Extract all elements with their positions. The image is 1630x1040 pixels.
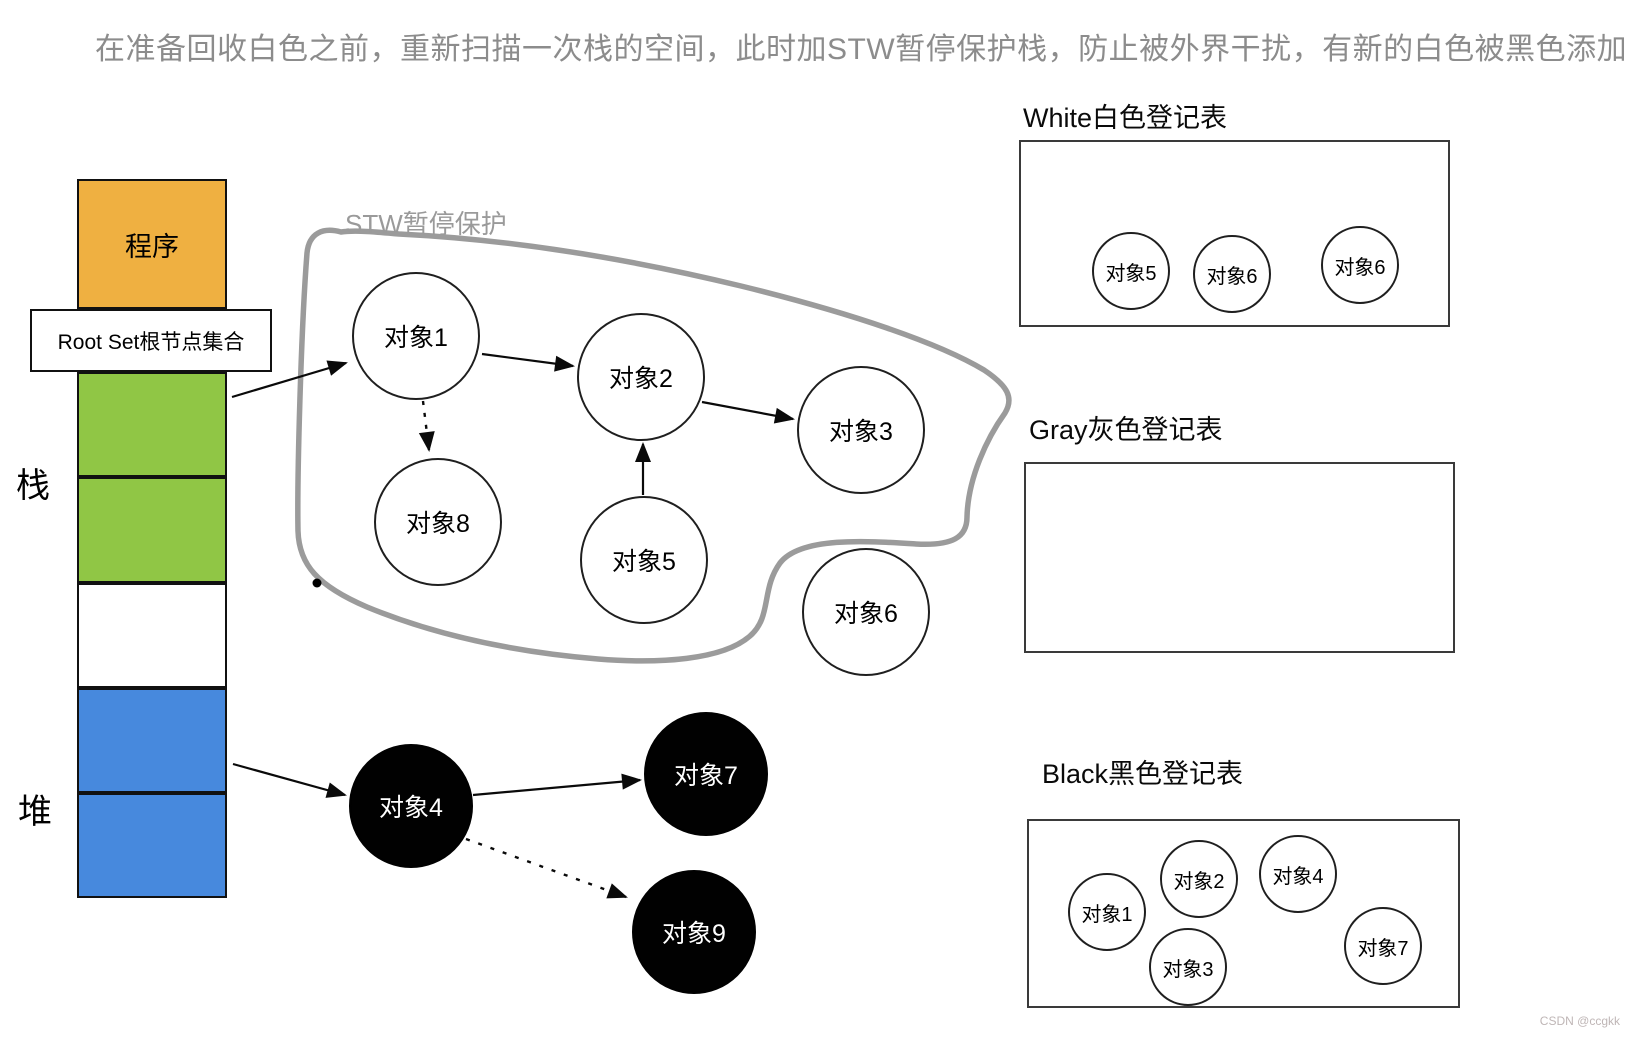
edge-obj1-to-obj8-dashed (418, 400, 435, 452)
black-table-item: 对象7 (1344, 907, 1422, 985)
stack-label: 栈 (16, 467, 50, 505)
heap-label: 堆 (18, 793, 52, 831)
free-segment (77, 583, 227, 688)
black-table-item: 对象2 (1160, 840, 1238, 918)
node-obj5: 对象5 (580, 496, 708, 624)
white-table-item: 对象5 (1092, 232, 1170, 310)
edge-obj1-to-obj2 (481, 352, 575, 372)
gray-table-title: Gray灰色登记表 (1029, 415, 1223, 445)
gray-table-box (1024, 462, 1455, 653)
black-table-item: 对象4 (1259, 835, 1337, 913)
node-obj8: 对象8 (374, 458, 502, 586)
stack-segment-2 (77, 477, 227, 583)
node-obj9: 对象9 (632, 870, 756, 994)
stw-label: STW暂停保护 (345, 209, 507, 239)
black-table-item: 对象3 (1149, 928, 1227, 1006)
edge-obj2-to-obj3 (701, 400, 795, 424)
stw-region-outline (295, 227, 1012, 664)
heap-segment-1 (77, 688, 227, 793)
node-obj4: 对象4 (349, 744, 473, 868)
white-table-item: 对象6 (1321, 226, 1399, 304)
program-box: 程序 (77, 179, 227, 309)
node-obj6: 对象6 (802, 548, 930, 676)
edge-heap-to-obj4 (232, 762, 347, 798)
edge-rootset-to-obj1 (231, 360, 348, 399)
node-obj1: 对象1 (352, 272, 480, 400)
stack-segment-1 (77, 372, 227, 477)
root-set-box: Root Set根节点集合 (30, 309, 272, 372)
watermark: CSDN @ccgkk (1539, 1014, 1620, 1028)
white-table-title: White白色登记表 (1023, 103, 1228, 133)
node-obj3: 对象3 (797, 366, 925, 494)
black-table-item: 对象1 (1068, 873, 1146, 951)
black-table-title: Black黑色登记表 (1042, 759, 1244, 789)
page-title: 在准备回收白色之前，重新扫描一次栈的空间，此时加STW暂停保护栈，防止被外界干扰… (95, 33, 1628, 66)
stw-outline-dot (312, 578, 322, 588)
node-obj7: 对象7 (644, 712, 768, 836)
white-table-item: 对象6 (1193, 235, 1271, 313)
node-obj2: 对象2 (577, 313, 705, 441)
heap-segment-2 (77, 793, 227, 898)
edge-obj4-to-obj9-dashed (465, 837, 628, 899)
edge-obj4-to-obj7 (472, 773, 642, 797)
